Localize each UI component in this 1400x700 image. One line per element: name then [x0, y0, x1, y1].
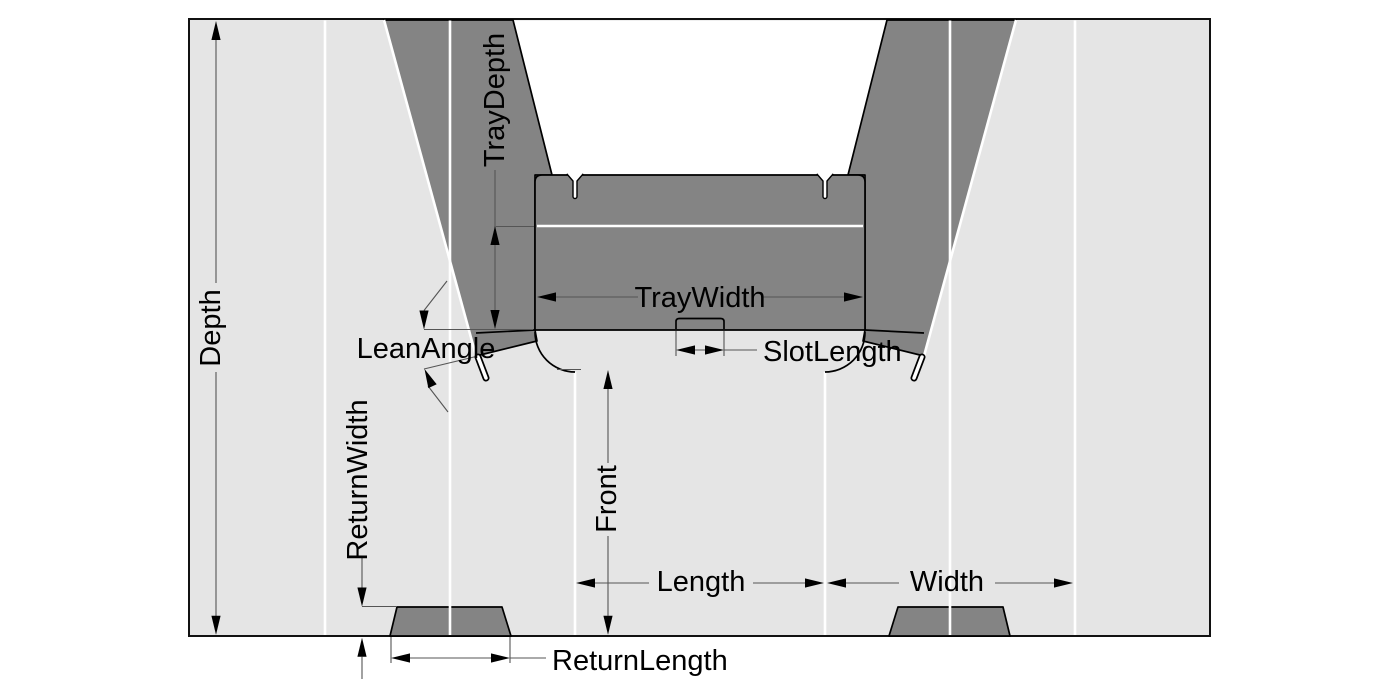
flap-fold-line-right — [864, 329, 925, 334]
dim-slot-length — [675, 331, 757, 356]
fold-lines — [323, 19, 1077, 635]
arrow-up-icon — [357, 637, 367, 657]
arrow-left-icon — [537, 292, 556, 302]
dim-depth — [211, 21, 221, 635]
dim-tray-depth — [490, 170, 534, 329]
wall-separation-right — [922, 19, 1018, 357]
arrow-down-icon — [211, 615, 221, 635]
tray-notch-right — [816, 173, 834, 200]
label-lean-angle: LeanAngle — [357, 333, 496, 365]
pin-right — [910, 353, 926, 382]
label-return-width: ReturnWidth — [342, 399, 374, 560]
arrow-up-icon — [211, 21, 221, 40]
arrow-right-icon — [1054, 578, 1073, 588]
label-return-length: ReturnLength — [552, 645, 728, 677]
dim-lean-angle — [419, 280, 533, 413]
arrow-left-icon — [576, 578, 595, 588]
dimensions — [211, 21, 1073, 679]
wall-separation-left — [382, 19, 478, 357]
flap-fold-line-left — [475, 329, 536, 334]
arrow-up-icon — [424, 369, 437, 389]
dim-return-width — [357, 556, 397, 679]
dim-width — [827, 578, 1073, 588]
label-tray-width: TrayWidth — [634, 282, 765, 314]
arrow-left-icon — [827, 578, 846, 588]
dim-length — [576, 578, 824, 588]
arrow-down-icon — [603, 615, 613, 635]
top-cutout — [513, 20, 887, 175]
arrow-right-icon — [805, 578, 824, 588]
bend-arc-left — [534, 331, 576, 373]
dim-front — [557, 368, 613, 635]
tray-notch-left — [566, 173, 584, 200]
label-slot-length: SlotLength — [763, 336, 902, 368]
slot-cut — [675, 317, 725, 329]
arrow-up-icon — [603, 370, 613, 389]
arrow-left-icon — [391, 653, 410, 663]
pin-left — [474, 353, 490, 382]
tray-details — [474, 173, 926, 382]
tray-panel — [534, 174, 866, 331]
arrow-left-icon — [676, 345, 695, 355]
label-tray-depth: TrayDepth — [479, 33, 511, 167]
arrow-down-icon — [357, 587, 367, 607]
dimension-labels: Depth TrayDepth TrayWidth SlotLength Lea… — [195, 33, 984, 677]
label-width: Width — [910, 566, 984, 598]
label-length: Length — [657, 566, 746, 598]
arrow-right-icon — [844, 292, 863, 302]
part-shapes — [383, 19, 1017, 637]
arrow-down-icon — [419, 310, 429, 330]
arrow-right-icon — [491, 653, 510, 663]
label-front: Front — [591, 465, 623, 533]
arrow-down-icon — [490, 310, 500, 329]
bend-arc-right — [824, 331, 866, 373]
dim-tray-width — [537, 292, 863, 302]
label-depth: Depth — [195, 289, 227, 366]
arrow-up-icon — [490, 226, 500, 245]
dim-return-length — [390, 637, 546, 663]
arrow-right-icon — [705, 345, 724, 355]
